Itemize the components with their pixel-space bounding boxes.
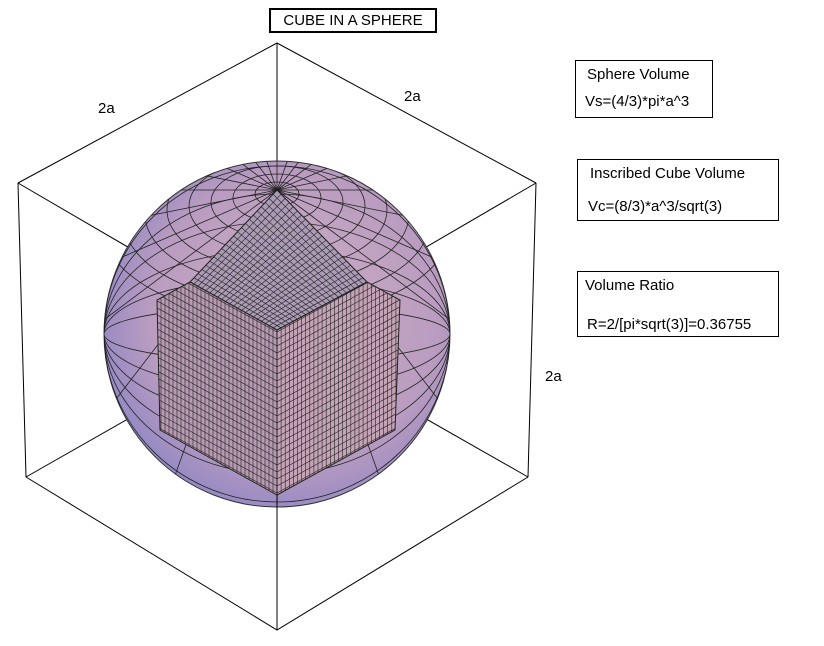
- mesh-line: [276, 189, 450, 403]
- mesh-line: [277, 282, 400, 333]
- mesh-line: [157, 289, 277, 361]
- mesh-line: [241, 227, 331, 302]
- mesh-line: [157, 317, 277, 389]
- mesh-line: [157, 282, 277, 354]
- mesh-line: [104, 161, 278, 191]
- mesh-line: [277, 408, 400, 480]
- box-heading: Volume Ratio: [585, 277, 675, 294]
- mesh-line: [157, 352, 277, 424]
- mesh-line: [260, 206, 351, 291]
- mesh-line: [157, 345, 277, 417]
- mesh-line: [157, 324, 277, 396]
- mesh-line: [276, 161, 450, 191]
- box-formula: Vc=(8/3)*a^3/sqrt(3): [588, 198, 723, 215]
- mesh-line: [272, 193, 364, 285]
- mesh-line: [157, 373, 277, 445]
- mesh-line: [276, 161, 450, 191]
- mesh-line: [157, 331, 277, 403]
- edge-label-left: 2a: [98, 100, 115, 117]
- plot-title: CUBE IN A SPHERE: [269, 8, 437, 33]
- box-heading: Sphere Volume: [587, 66, 690, 83]
- mesh-line: [104, 161, 278, 191]
- box-heading: Inscribed Cube Volume: [590, 165, 746, 182]
- edge-label-vertical: 2a: [545, 368, 562, 385]
- box-formula: Vs=(4/3)*pi*a^3: [585, 93, 690, 110]
- rightc-grid: [277, 282, 400, 495]
- mesh-line: [241, 244, 331, 311]
- mesh-line: [264, 269, 355, 324]
- cube-volume-box: Inscribed Cube Volume Vc=(8/3)*a^3/sqrt(…: [577, 159, 779, 221]
- mesh-line: [237, 239, 327, 309]
- sphere-volume-box: Sphere Volume Vs=(4/3)*pi*a^3: [575, 60, 713, 118]
- mesh-line: [157, 394, 277, 466]
- mesh-line: [157, 359, 277, 431]
- mesh-line: [157, 282, 277, 333]
- mesh-line: [104, 189, 278, 403]
- mesh-line: [157, 415, 277, 487]
- mesh-line: [157, 408, 277, 480]
- mesh-line: [157, 282, 277, 340]
- mesh-line: [157, 338, 277, 410]
- box-formula: R=2/[pi*sqrt(3)]=0.36755: [587, 316, 752, 333]
- mesh-line: [233, 235, 323, 307]
- mesh-line: [157, 401, 277, 473]
- mesh-line: [245, 248, 335, 313]
- mesh-line: [104, 161, 278, 191]
- mesh-line: [277, 282, 400, 340]
- mesh-line: [253, 256, 343, 318]
- mesh-line: [237, 231, 327, 305]
- mesh-line: [261, 265, 351, 322]
- mesh-line: [268, 273, 359, 326]
- mesh-line: [272, 277, 364, 329]
- edge-label-right: 2a: [404, 88, 421, 105]
- volume-ratio-box: Volume Ratio R=2/[pi*sqrt(3)]=0.36755: [577, 271, 779, 337]
- mesh-line: [157, 296, 277, 368]
- mesh-line: [249, 219, 339, 298]
- mesh-line: [276, 189, 450, 269]
- mesh-line: [253, 214, 343, 296]
- topc-grid: [190, 190, 367, 330]
- mesh-line: [277, 422, 400, 494]
- mesh-line: [257, 260, 347, 320]
- mesh-line: [257, 210, 347, 294]
- mesh-line: [277, 415, 400, 487]
- mesh-line: [157, 387, 277, 459]
- mesh-line: [268, 198, 360, 287]
- mesh-line: [249, 252, 339, 315]
- mesh-line: [157, 422, 277, 494]
- bounding-box-front: [17, 42, 537, 631]
- mesh-line: [104, 189, 278, 341]
- mesh-line: [277, 401, 400, 473]
- mesh-line: [245, 223, 335, 300]
- mesh-line: [157, 310, 277, 382]
- mesh-line: [104, 189, 278, 269]
- mesh-line: [157, 303, 277, 375]
- mesh-line: [276, 189, 450, 341]
- mesh-line: [264, 202, 355, 289]
- mesh-line: [157, 380, 277, 452]
- mesh-line: [157, 366, 277, 438]
